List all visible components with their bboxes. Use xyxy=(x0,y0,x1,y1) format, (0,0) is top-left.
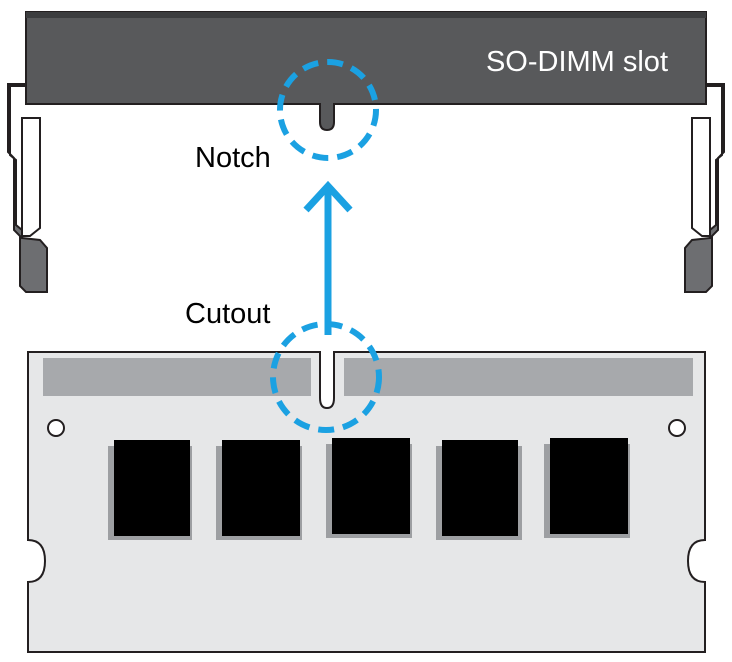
left-latch-arm xyxy=(21,117,41,237)
contact-strip-left xyxy=(43,358,311,396)
up-arrow-icon xyxy=(303,180,353,335)
memory-chip-2 xyxy=(216,440,302,540)
notch-label: Notch xyxy=(195,142,271,174)
memory-chip-1 xyxy=(108,440,192,540)
cutout-label: Cutout xyxy=(185,298,270,330)
memory-module xyxy=(27,351,706,653)
slot-label: SO-DIMM slot xyxy=(486,46,668,78)
mounting-hole-left xyxy=(47,419,65,437)
cutout-marker xyxy=(270,321,382,433)
notch-marker xyxy=(277,59,379,161)
memory-chip-3 xyxy=(326,438,412,538)
contact-strip-right xyxy=(344,358,693,396)
slot-top-edge xyxy=(26,12,706,18)
memory-chip-5 xyxy=(544,438,630,538)
slot-body xyxy=(25,11,707,132)
mounting-hole-right xyxy=(668,419,686,437)
memory-chip-4 xyxy=(436,440,522,540)
so-dimm-slot: SO-DIMM slot xyxy=(7,11,725,293)
right-latch-arm xyxy=(691,117,711,237)
